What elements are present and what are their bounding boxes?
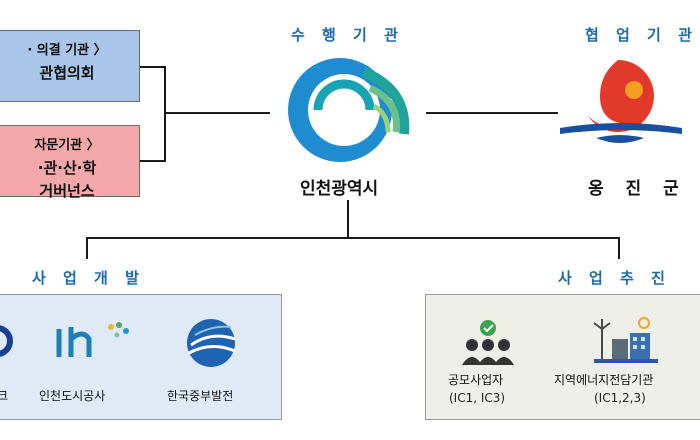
- promotion-panel: 공모사업자 (IC1, IC3) 지역에너지전담기관 (IC1,2,3): [425, 294, 700, 420]
- connector-incheon-ongjin: [426, 112, 558, 114]
- advisory-box-name: 거버넌스: [39, 182, 95, 200]
- executing-org-heading: 수 행 기 관: [291, 26, 404, 44]
- ongjin-logo-icon: [560, 60, 682, 143]
- development-member-2-label: 인천도시공사: [39, 389, 106, 403]
- advisory-box-category: 자문기관 〉: [34, 138, 100, 153]
- development-member-3-label: 한국중부발전: [167, 389, 234, 403]
- promotion-heading: 사 업 추 진: [558, 269, 671, 287]
- connector-branch-horizontal: [86, 237, 620, 239]
- connector-branch-vertical: [347, 200, 349, 238]
- promotion-member-1-sub: (IC1, IC3): [449, 391, 506, 405]
- komipo-logo-icon: [187, 319, 236, 367]
- council-box-name: 관협의회: [39, 64, 95, 82]
- advisory-box: 자문기관 〉 ·관·산·학 거버넌스: [0, 125, 140, 200]
- promotion-member-2-label: 지역에너지전담기관: [554, 373, 654, 387]
- connector-bracket-vertical: [164, 66, 166, 162]
- promotion-member-1-label: 공모사업자: [448, 373, 504, 387]
- connector-promo-drop: [618, 237, 620, 259]
- promotion-member-2-sub: (IC1,2,3): [594, 391, 646, 405]
- incheon-name: 인천광역시: [300, 179, 379, 199]
- ih-logo-icon: [56, 322, 129, 357]
- connector-council: [140, 66, 165, 68]
- council-box-category: · 의결 기관 〉: [27, 43, 107, 58]
- energy-agency-icon: [593, 317, 658, 363]
- ongjin-name: 옹 진 군: [588, 179, 687, 199]
- development-panel: 크 인천도시공사 한국중부발전: [0, 294, 282, 420]
- development-member-1-label: 크: [0, 389, 9, 403]
- incheon-logo-icon: [288, 58, 410, 162]
- council-box: · 의결 기관 〉 관협의회: [0, 30, 140, 102]
- partial-logo-icon: [0, 325, 13, 357]
- development-heading: 사 업 개 발: [32, 269, 145, 287]
- connector-dev-drop: [86, 237, 88, 259]
- connector-to-incheon: [164, 112, 270, 114]
- connector-advisory: [140, 160, 165, 162]
- business-group-icon: [462, 320, 514, 365]
- collaborating-org-heading: 협 업 기 관: [585, 26, 698, 44]
- advisory-box-members: ·관·산·학: [37, 159, 97, 177]
